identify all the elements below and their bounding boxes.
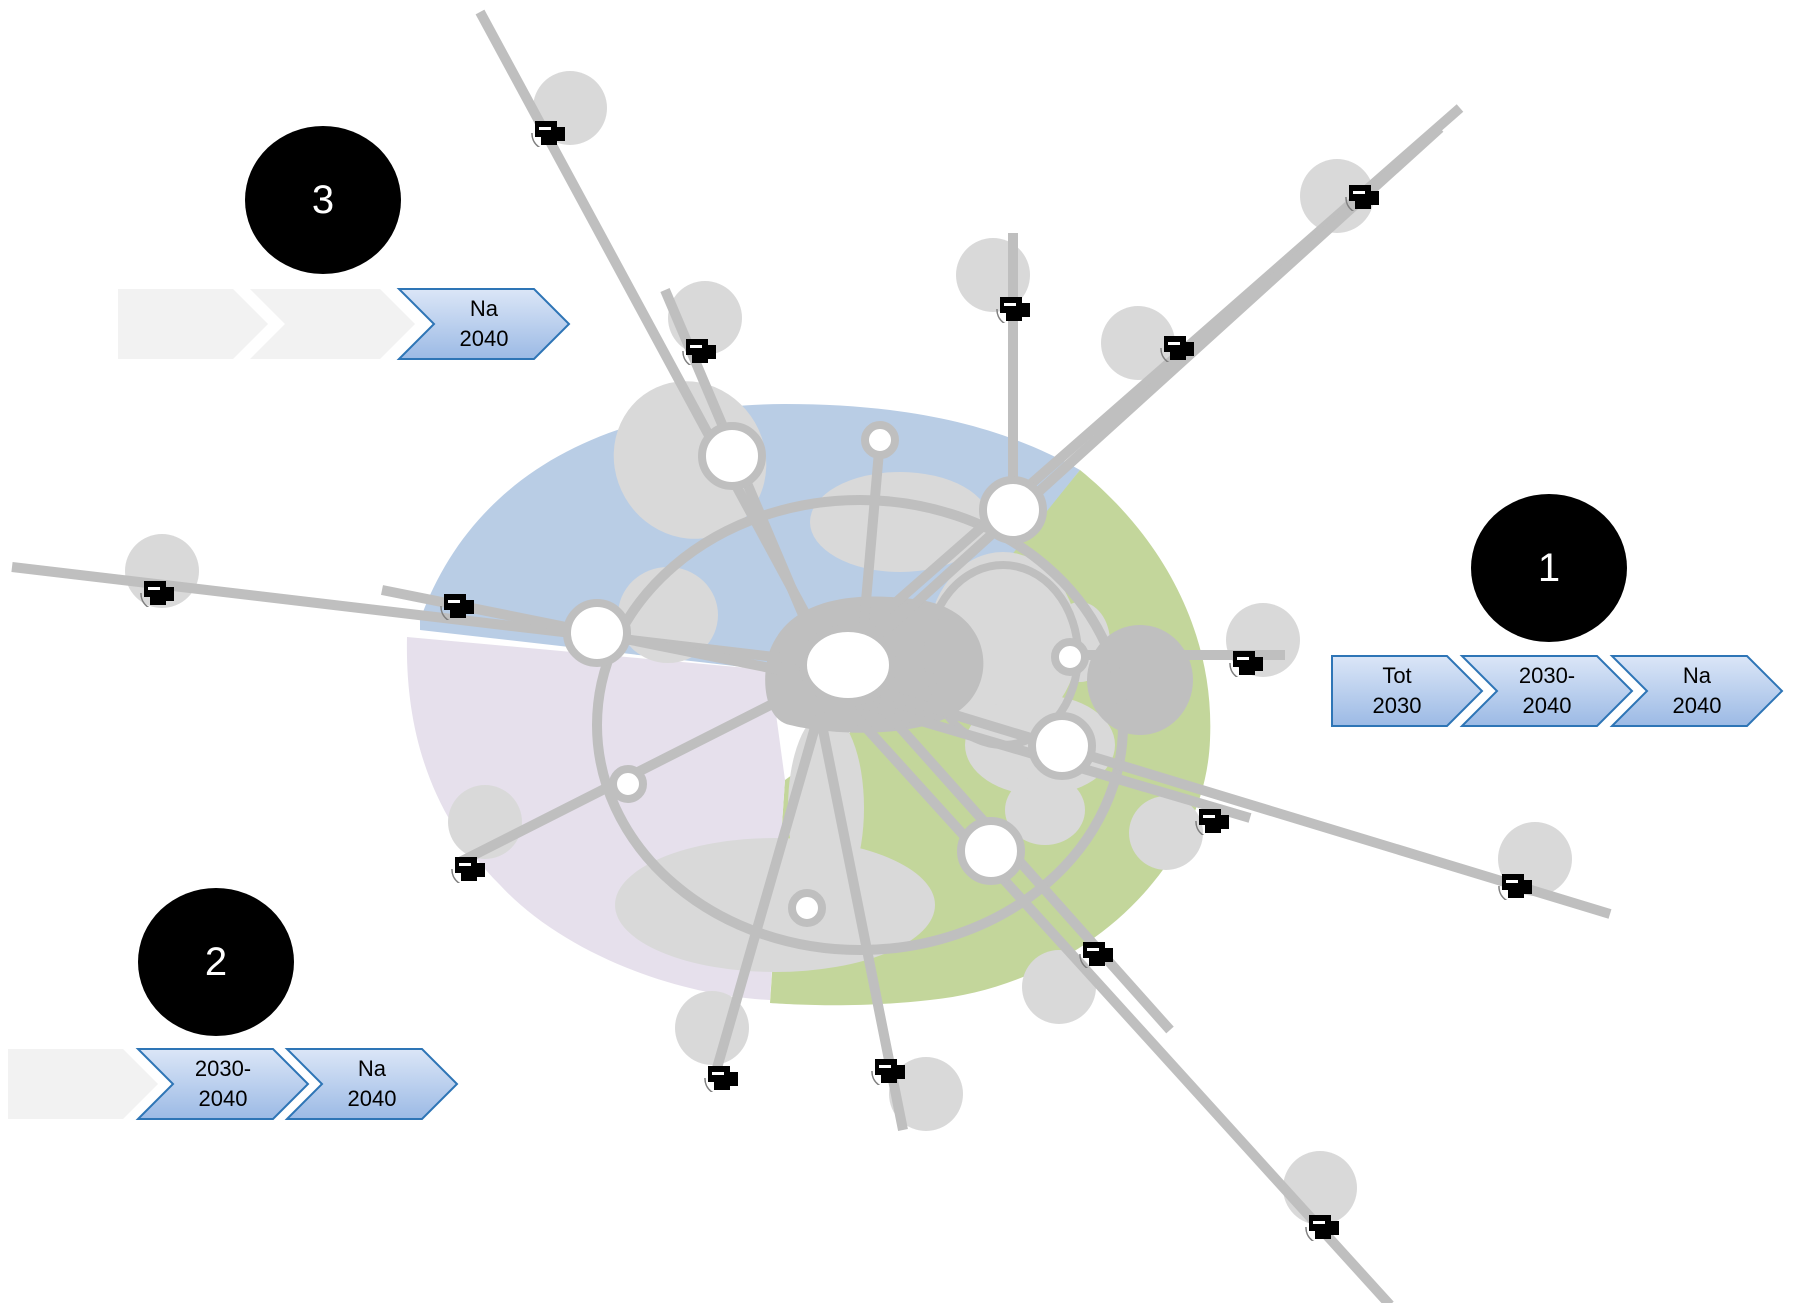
timeline-phase3-step3: Na 2040 [396,288,571,360]
timeline-phase2-step1-inactive [8,1049,158,1119]
timeline-phase1-step3: Na 2040 [1609,655,1784,727]
ring-road [592,495,1128,955]
timeline-phase1-step3-label: Na 2040 [1672,663,1722,718]
timeline-phase1-step1-label: Tot 2030 [1372,663,1422,718]
timeline-phase1-step1: Tot 2030 [1331,655,1484,727]
phase-badge-2: 2 [138,888,294,1036]
phase-badge-3: 3 [245,126,401,274]
car-icon [704,1065,739,1092]
timeline-phase1-step2-label: 2030- 2040 [1518,663,1576,718]
timeline-phase3-step2-inactive [250,289,415,359]
stations [563,421,1096,927]
timeline-phase2-step3: Na 2040 [284,1048,459,1120]
timeline-phase3-step1-inactive [118,289,268,359]
timeline-phase1-step2: 2030- 2040 [1459,655,1634,727]
timeline-phase2-step2-label: 2030- 2040 [194,1056,252,1111]
timeline-phase2-step3-label: Na 2040 [347,1056,397,1111]
phase-badge-1: 1 [1471,494,1627,642]
timeline-phase3-step3-label: Na 2040 [459,296,509,351]
timeline-phase2-step2: 2030- 2040 [135,1048,310,1120]
